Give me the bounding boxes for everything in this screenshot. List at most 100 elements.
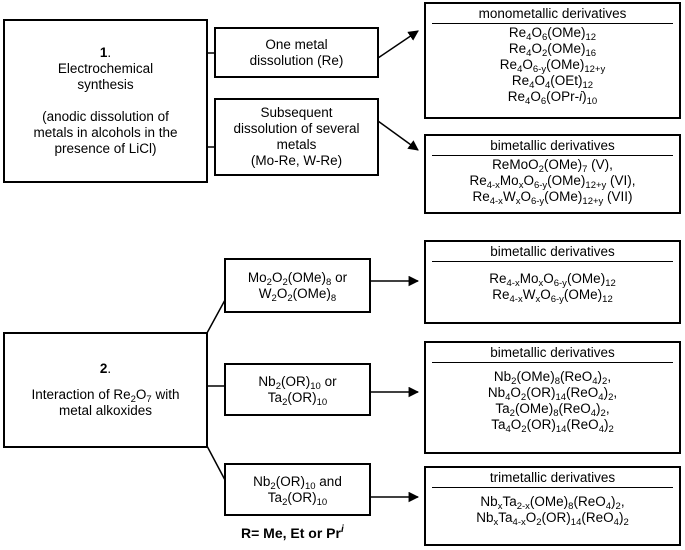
subscript: 14 [555,424,567,435]
subscript: 4 [517,64,523,75]
several-metals-line: metals [276,137,317,152]
formula-text: (V), [587,157,613,172]
subscript: 14 [555,392,567,403]
formula-text: (ReO [581,510,614,525]
subscript: 12 [585,32,597,43]
subscript: 2 [511,376,517,387]
one-metal-dissolution-box: One metal dissolution (Re) [214,27,379,78]
formula-text: (ReO [573,494,606,509]
formula-text: (OR) [280,373,311,389]
formula-line: Interaction of Re2O7 with [32,387,180,405]
subscript: 4-x [506,278,520,289]
formula-text: Re [492,287,510,302]
subscript: 2 [608,424,614,435]
subscript: 4 [590,408,597,419]
section-1-number: 1 [99,45,108,60]
subscript: 8 [553,408,559,419]
formula-text: ) [603,417,609,432]
subscript: 8 [568,501,574,512]
formula-text: O [510,385,521,400]
result-header: bimetallic derivatives [432,343,673,363]
formula-line: NbxTa4-xO2(OR)14(ReO4)2 [426,510,679,528]
formula-text: (OMe) [544,189,583,204]
subscript: 4 [605,501,612,512]
subscript: 4 [598,392,604,403]
subscript: 8 [326,276,332,288]
formula-text: (OMe) [563,287,603,302]
subscript: 4-x [486,180,500,191]
formula-line: Ta2(OR)10 [258,390,336,407]
result-header: monometallic derivatives [432,4,673,24]
formula-list: NbxTa2-x(OMe)8(ReO4)2,NbxTa4-xO2(OR)14(R… [426,488,679,528]
formula-line: NbxTa2-x(OMe)8(ReO4)2, [426,494,679,512]
subscript: 2 [520,392,527,403]
formula-text: O [520,189,531,204]
formula-text: O [271,269,283,285]
formula-text: Ta [491,417,506,432]
subscript: 8 [330,292,337,304]
subscript: 4 [525,96,531,107]
formula-text: (ReO [559,369,593,384]
subscript: 16 [585,48,597,59]
subscript: 12 [582,80,594,91]
formula-text: O [534,73,545,88]
subscript: x [518,180,524,191]
formula-line: Re4-xWxO6-y(OMe)12 [426,287,679,304]
result-header: bimetallic derivatives [432,242,673,262]
subscript: 2 [536,517,542,528]
formula-line: Nb2(OR)10 and [253,473,342,492]
connector-2-to-mo-w [206,299,226,334]
subscript: 12+y [584,64,606,75]
formula-text: (OR) [526,417,556,432]
subscript: 4-x [489,196,503,207]
formula-text: Re [489,271,507,286]
bimetallic-derivatives-box-1: bimetallic derivatives ReMoO2(OMe)7 (V),… [424,134,681,214]
formula-text: (ReO [558,401,591,416]
formula-text: (OMe) [514,401,554,416]
formula-text: Re [508,41,527,56]
formula-line: Nb2(OMe)8(ReO4)2, [426,369,679,387]
formula-line: Mo2O2(OMe)8 or [248,269,348,288]
subscript: 12+y [582,196,604,207]
subscript: 2-x [516,501,530,512]
formula-text: (OR) [275,473,305,489]
formula-text: Nb [476,510,494,525]
subscript: x [497,501,503,512]
formula-text: Re [499,57,518,72]
formula-text: Ta [495,401,510,416]
subscript: 10 [304,480,316,492]
subscript: 2 [602,376,608,387]
section-1-note-line: metals in alcohols in the [33,125,178,140]
formula-text: or [331,269,348,285]
formula-text: O [530,89,541,104]
subscript: 6 [540,96,547,107]
formula-text: R= Me, Et or Pr [241,525,341,541]
subscript: 2 [270,480,276,492]
several-metals-line: (Mo-Re, W-Re) [250,153,343,168]
formula-text: (OMe) [287,269,327,285]
formula-text: Re [469,173,487,188]
subscript: 2 [130,394,136,405]
formula-line: W2O2(OMe)8 [248,286,347,304]
subscript: 6-y [533,180,548,191]
formula-text: (OMe) [547,173,586,188]
formula-line: Ta2(OR)10 [253,489,342,508]
trimetallic-derivatives-box: trimetallic derivatives NbxTa2-x(OMe)8(R… [424,466,681,546]
subscript: 8 [554,376,560,387]
section-1-title-line: Electrochemical [57,61,154,76]
formula-line: Re4O4(OEt)12 [426,73,679,91]
formula-text: ) [611,494,616,509]
formula-list: Nb2(OMe)8(ReO4)2,Nb4O2(OR)14(ReO4)2,Ta2(… [426,363,679,435]
subscript: 2 [509,408,515,419]
formula-text: ) [603,385,609,400]
subscript: 2 [282,496,288,508]
formula-line: Nb2(OR)10 or [258,373,336,391]
result-header: bimetallic derivatives [432,136,673,156]
formula-text: (OMe) [543,157,583,172]
subscript: 4 [505,424,511,435]
formula-text: (OR) [287,489,317,505]
